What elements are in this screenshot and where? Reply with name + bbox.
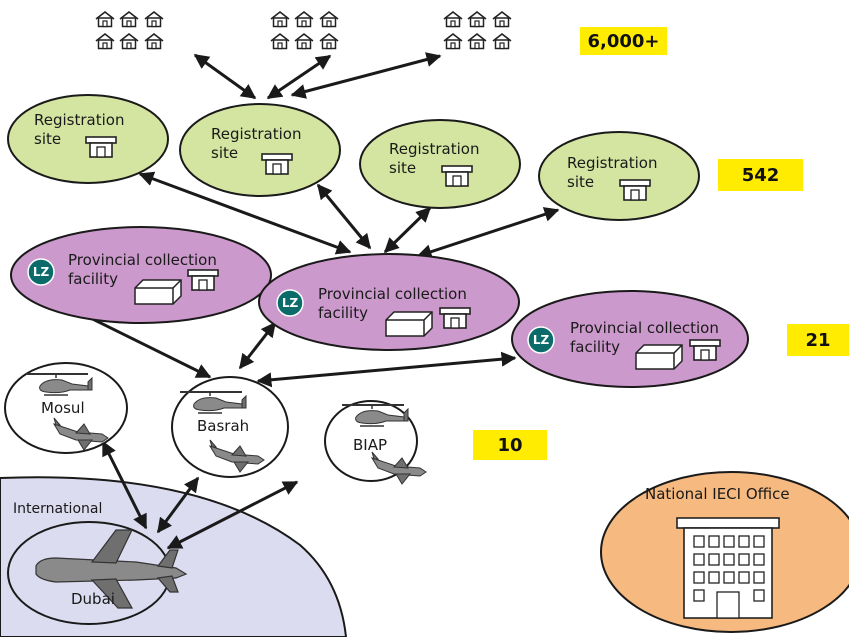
office-window	[723, 535, 735, 548]
dubai-label: Dubai	[71, 590, 115, 608]
polling-station-house-icons	[95, 11, 512, 50]
office-window	[693, 589, 705, 602]
office-window	[738, 535, 750, 548]
mosul-label: Mosul	[41, 399, 85, 417]
arrow-pcf3-basrah	[256, 351, 517, 388]
office-window	[723, 553, 735, 566]
collection-facility-count-badge: 21	[787, 324, 849, 356]
office-window	[693, 553, 705, 566]
office-window	[753, 535, 765, 548]
arrow-reg4-pcf2	[416, 207, 560, 259]
office-door	[716, 591, 740, 619]
collection-facility-1	[10, 226, 272, 324]
arrow-international-dubai	[166, 480, 299, 550]
office-window	[738, 553, 750, 566]
international-label: International	[13, 501, 103, 517]
office-window	[753, 553, 765, 566]
arrow-houses3-reg2	[290, 52, 442, 99]
biap-label: BIAP	[353, 436, 388, 454]
lz-badge-1: LZ	[27, 258, 55, 286]
arrow-reg2-pcf2	[316, 183, 372, 250]
office-window	[738, 571, 750, 584]
office-window	[708, 535, 720, 548]
arrow-reg1-pcf2	[138, 171, 352, 255]
registration-site-count-badge: 542	[718, 159, 803, 191]
national-ieci-office-label: National IECI Office	[645, 485, 790, 503]
connection-arrows	[40, 52, 560, 550]
collection-facility-3	[511, 290, 749, 388]
office-building-icon	[676, 517, 780, 619]
office-window	[723, 571, 735, 584]
airport-count-badge: 10	[473, 430, 547, 460]
office-window	[708, 553, 720, 566]
arrow-houses1-reg2	[193, 53, 257, 100]
svg-text:LZ: LZ	[33, 265, 50, 279]
svg-text:LZ: LZ	[533, 333, 550, 347]
arrow-reg3-pcf2	[383, 206, 432, 254]
office-window	[693, 571, 705, 584]
registration-site-4	[538, 131, 700, 221]
airport-mosul	[4, 362, 128, 454]
office-window	[708, 571, 720, 584]
registration-site-2	[179, 103, 341, 197]
lz-badge-2: LZ	[276, 289, 304, 317]
polling-station-count-badge: 6,000+	[580, 27, 667, 55]
office-window	[693, 535, 705, 548]
arrow-pcf2-basrah	[238, 321, 277, 370]
svg-text:LZ: LZ	[282, 296, 299, 310]
arrow-mosul-dubai	[101, 440, 148, 530]
basrah-label: Basrah	[197, 417, 250, 435]
registration-site-3	[359, 119, 521, 209]
office-window	[753, 589, 765, 602]
office-window	[753, 571, 765, 584]
lz-badge-3: LZ	[527, 326, 555, 354]
